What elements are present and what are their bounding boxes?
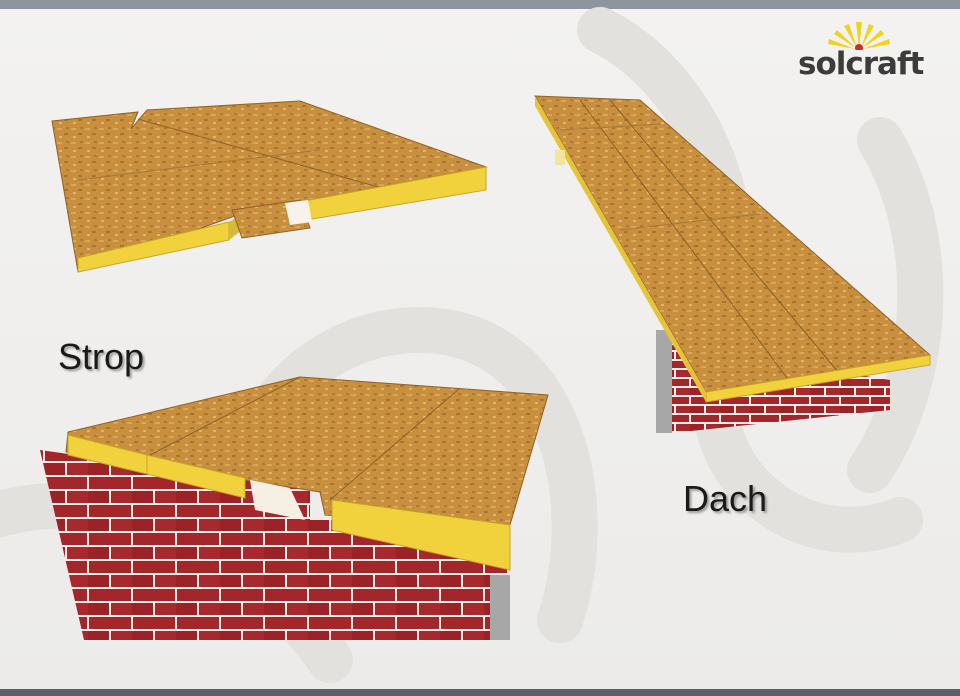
wall-floor-illustration	[40, 376, 549, 640]
bottom-bar	[0, 689, 960, 696]
top-bar	[0, 0, 960, 9]
floor-panel-illustration	[51, 100, 488, 273]
roof-illustration	[534, 95, 932, 433]
sun-rays-icon	[828, 22, 890, 50]
solcraft-logo: solcraft	[796, 18, 924, 84]
roof-label: Dach	[683, 478, 768, 519]
floor-label: Strop	[58, 336, 145, 377]
brand-name: solcraft	[798, 46, 924, 82]
